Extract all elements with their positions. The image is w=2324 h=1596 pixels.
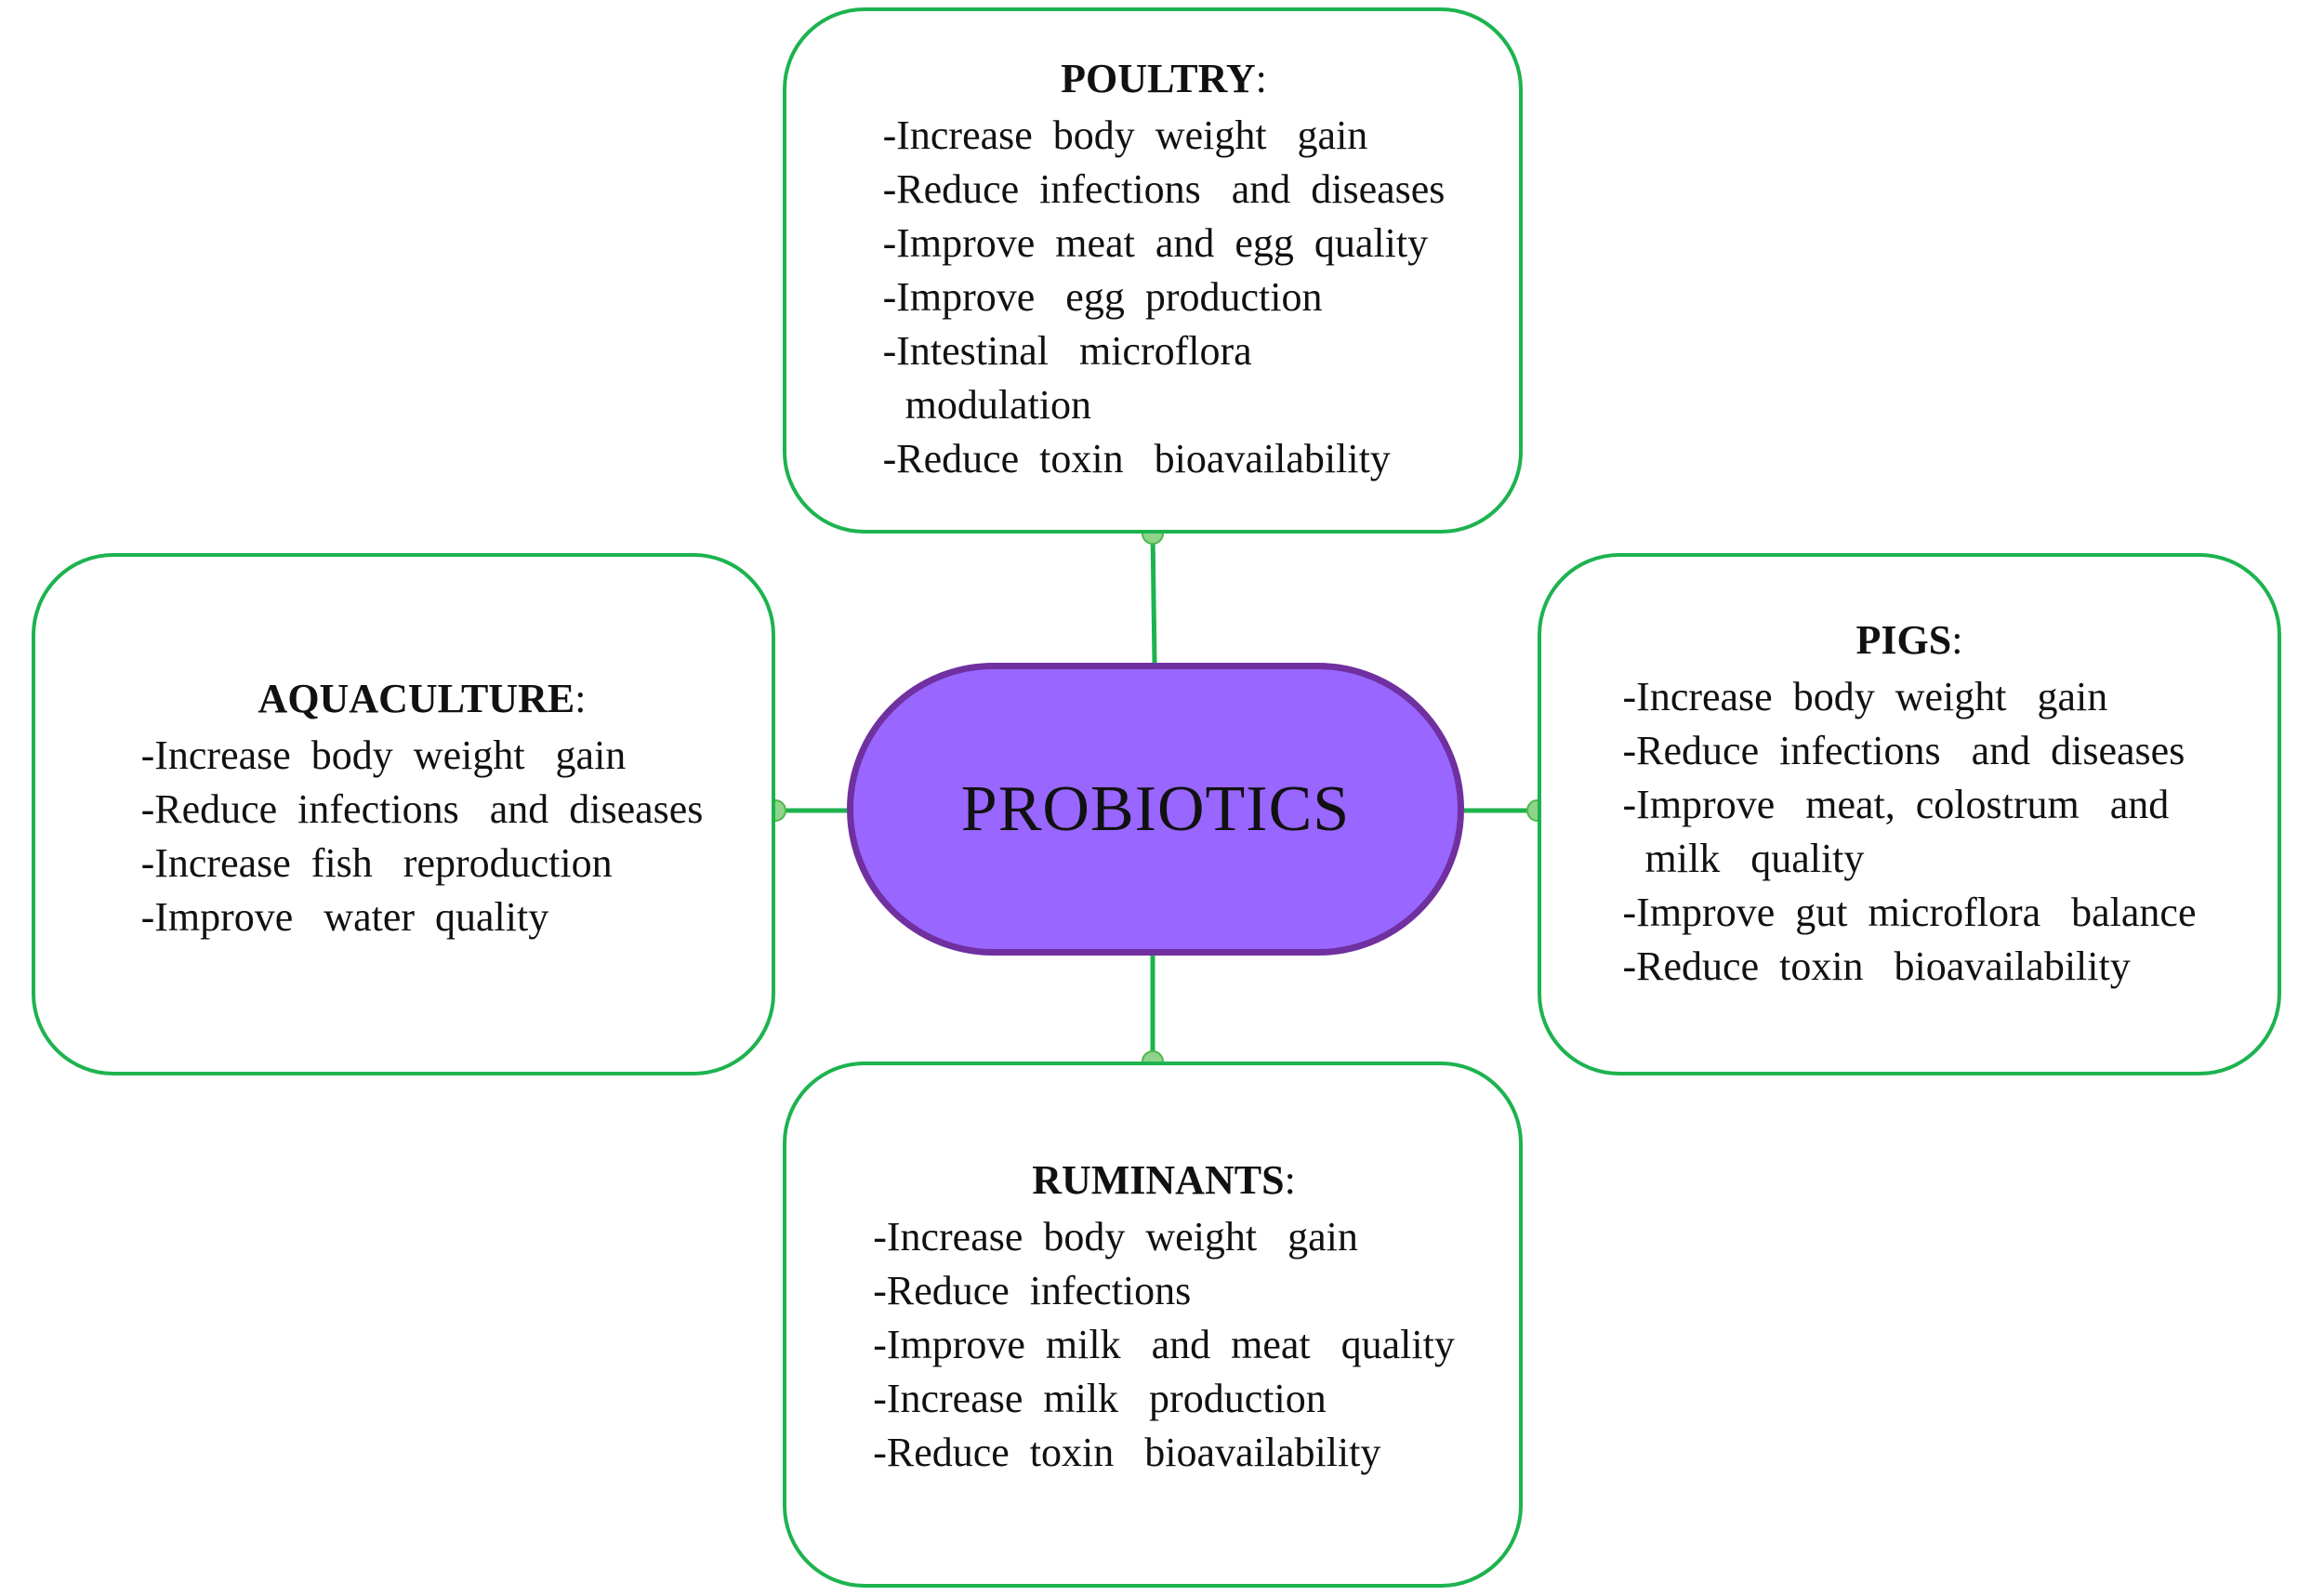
ruminants-item: -Reduce infections [873, 1268, 1192, 1313]
aquaculture-benefit-list: -Increase body weight gain -Reduce infec… [141, 729, 704, 944]
aquaculture-item: -Reduce infections and diseases [140, 786, 704, 832]
pigs-benefit-list: -Increase body weight gain -Reduce infec… [1623, 670, 2197, 994]
ruminants-title: RUMINANTS: [873, 1151, 1455, 1210]
ruminants-item: -Increase milk production [873, 1376, 1327, 1421]
pigs-item: -Reduce infections and diseases [1622, 728, 2185, 773]
pigs-box: PIGS: -Increase body weight gain -Reduce… [1538, 553, 2281, 1075]
pigs-title: PIGS: [1623, 611, 2197, 670]
aquaculture-title-colon: : [574, 676, 587, 721]
pigs-content: PIGS: -Increase body weight gain -Reduce… [1623, 611, 2197, 994]
ruminants-item: -Reduce toxin bioavailability [873, 1430, 1381, 1475]
poultry-content: POULTRY: -Increase body weight gain -Red… [883, 49, 1446, 486]
ruminants-item: -Increase body weight gain [873, 1214, 1358, 1260]
ruminants-title-text: RUMINANTS [1032, 1157, 1285, 1203]
probiotics-center-node: PROBIOTICS [847, 663, 1464, 956]
pigs-item: -Increase body weight gain [1622, 674, 2108, 719]
poultry-item-continuation-text: modulation [905, 382, 1092, 428]
ruminants-item: -Improve milk and meat quality [873, 1322, 1455, 1367]
pigs-item-continuation: milk quality [1623, 832, 2197, 886]
poultry-item-continuation: modulation [883, 378, 1446, 432]
aquaculture-title-text: AQUACULTURE [257, 676, 575, 721]
ruminants-content: RUMINANTS: -Increase body weight gain -R… [873, 1151, 1455, 1480]
aquaculture-item: -Improve water quality [140, 894, 549, 940]
ruminants-title-colon: : [1284, 1157, 1296, 1203]
pigs-item: -Reduce toxin bioavailability [1622, 943, 2131, 989]
aquaculture-item: -Increase fish reproduction [140, 840, 613, 886]
ruminants-box: RUMINANTS: -Increase body weight gain -R… [783, 1062, 1523, 1588]
poultry-title-text: POULTRY [1061, 56, 1256, 101]
pigs-item: -Improve gut microflora balance [1622, 890, 2197, 935]
poultry-box: POULTRY: -Increase body weight gain -Red… [783, 7, 1523, 534]
pigs-title-text: PIGS [1855, 617, 1952, 663]
ruminants-benefit-list: -Increase body weight gain -Reduce infec… [873, 1210, 1455, 1480]
aquaculture-box: AQUACULTURE: -Increase body weight gain … [32, 553, 775, 1075]
poultry-item: -Improve meat and egg quality [882, 220, 1429, 266]
aquaculture-title: AQUACULTURE: [141, 669, 704, 729]
poultry-title: POULTRY: [883, 49, 1446, 109]
pigs-item-continuation-text: milk quality [1644, 836, 1865, 881]
aquaculture-item: -Increase body weight gain [140, 732, 627, 778]
poultry-item: -Improve egg production [882, 274, 1323, 320]
aquaculture-content: AQUACULTURE: -Increase body weight gain … [141, 669, 704, 944]
poultry-item: -Intestinal microflora [882, 328, 1252, 374]
pigs-item: -Improve meat, colostrum and [1622, 782, 2170, 827]
poultry-title-colon: : [1255, 56, 1267, 101]
probiotics-label: PROBIOTICS [960, 772, 1351, 845]
poultry-item: -Increase body weight gain [882, 112, 1368, 158]
connector-poultry [1150, 533, 1157, 664]
poultry-item: -Reduce toxin bioavailability [882, 436, 1391, 481]
poultry-item: -Reduce infections and diseases [882, 166, 1446, 212]
pigs-title-colon: : [1951, 617, 1963, 663]
poultry-benefit-list: -Increase body weight gain -Reduce infec… [883, 109, 1446, 486]
